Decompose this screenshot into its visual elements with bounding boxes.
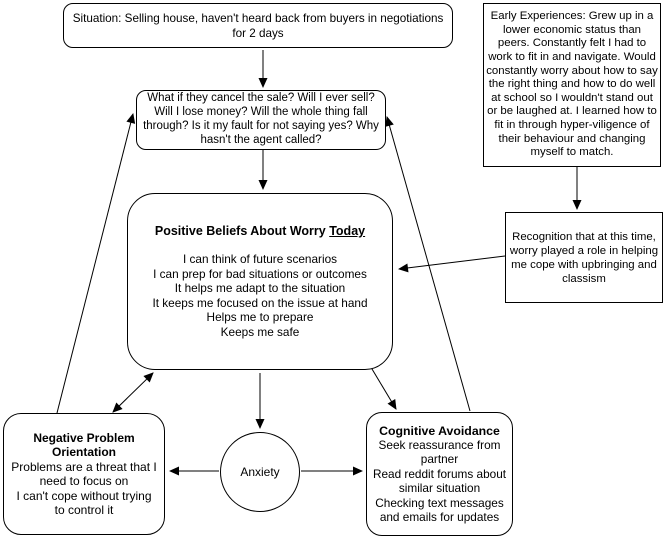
positive-beliefs-title-prefix: Positive Beliefs About Worry bbox=[154, 223, 330, 238]
positive-beliefs-list: I can think of future scenarios I can pr… bbox=[152, 252, 368, 339]
cognitive-avoidance-title: Cognitive Avoidance bbox=[379, 423, 500, 438]
anxiety-label: Anxiety bbox=[240, 465, 280, 479]
negative-problem-orientation-node: Negative Problem Orientation Problems ar… bbox=[3, 413, 165, 535]
worry-questions-text: What if they cancel the sale? Will I eve… bbox=[143, 92, 379, 146]
worry-questions-node: What if they cancel the sale? Will I eve… bbox=[136, 90, 386, 150]
cognitive-avoidance-node: Cognitive Avoidance Seek reassurance fro… bbox=[366, 412, 513, 536]
positive-beliefs-node: Positive Beliefs About Worry Today I can… bbox=[127, 193, 393, 370]
recognition-node: Recognition that at this time, worry pla… bbox=[505, 212, 663, 303]
positive-beliefs-title-underlined: Today bbox=[329, 223, 366, 238]
positive-beliefs-title: Positive Beliefs About Worry Today bbox=[155, 224, 365, 239]
recognition-text: Recognition that at this time, worry pla… bbox=[509, 230, 659, 285]
arrow-npo-to-questions bbox=[56, 113, 136, 414]
arrow-beliefs-npo-bidirectional bbox=[112, 372, 154, 413]
arrow-avoidance-to-questions bbox=[385, 116, 471, 412]
situation-node: Situation: Selling house, haven't heard … bbox=[63, 3, 453, 48]
npo-title: Negative Problem Orientation bbox=[33, 430, 135, 460]
early-experiences-node: Early Experiences: Grew up in a lower ec… bbox=[483, 3, 661, 167]
early-experiences-text: Early Experiences: Grew up in a lower ec… bbox=[486, 10, 658, 159]
cognitive-avoidance-list: Seek reassurance from partner Read reddi… bbox=[372, 437, 507, 525]
arrow-recognition-to-beliefs bbox=[398, 255, 506, 273]
situation-text: Situation: Selling house, haven't heard … bbox=[72, 11, 444, 40]
anxiety-node: Anxiety bbox=[220, 432, 300, 512]
npo-list: Problems are a threat that I need to foc… bbox=[11, 459, 157, 518]
